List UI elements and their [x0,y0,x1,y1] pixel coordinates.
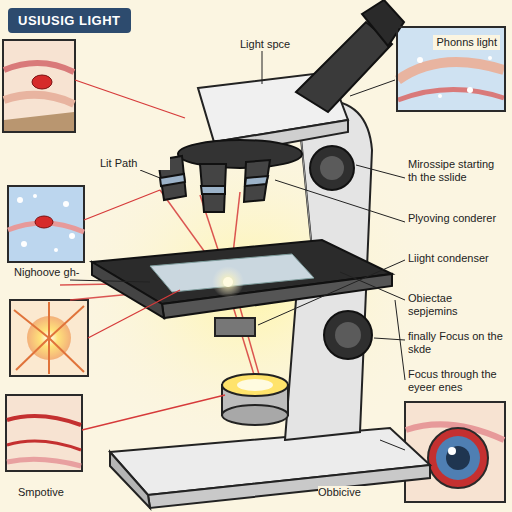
part-label: Obiectae sepjemins [408,292,504,318]
cell-inset [8,186,84,262]
title-banner: USIUSIG LIGHT [8,8,131,33]
tissue-inset [3,40,75,132]
inset-frame: Phonns light [396,26,506,112]
burst-inset [10,300,88,376]
part-label: Smpotive [18,486,98,499]
eye-inset [405,402,505,502]
part-label: Liight condenser [408,252,504,265]
part-label: Mirossipe starting th the sslide [408,158,504,184]
part-label: Light spce [240,38,320,51]
fiber-inset [6,395,82,471]
part-label: Lit Path [100,157,170,170]
part-label: Focus through the eyeer enes [408,368,504,394]
tissue-inset [397,27,505,111]
part-label: Plyoving conderer [408,212,504,225]
part-label: Obbicive [318,486,398,499]
inset-label: Phonns light [433,35,500,50]
part-label: Nighoove gh- [14,266,84,279]
part-label: finally Focus on the skde [408,330,504,356]
